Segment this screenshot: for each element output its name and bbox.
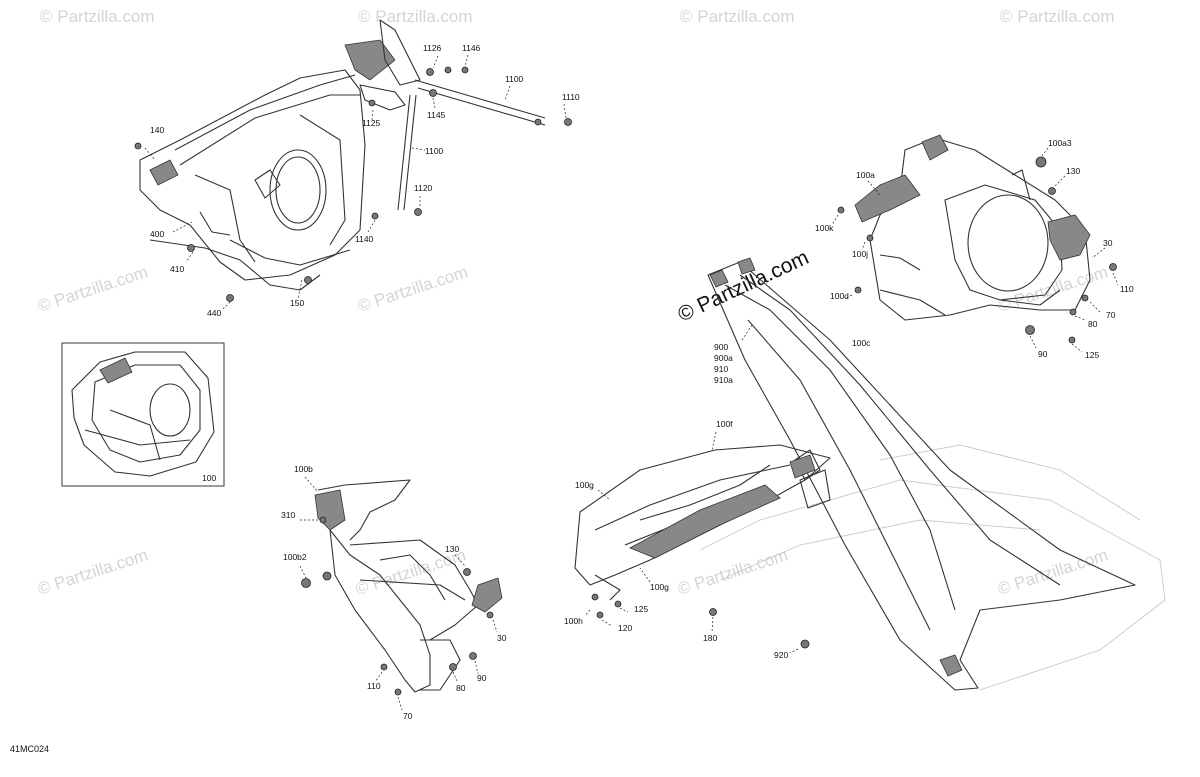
label-30-cradle: 30 xyxy=(1103,238,1113,248)
tie-rods xyxy=(368,66,572,220)
label-100f: 100f xyxy=(716,419,733,429)
label-80-bracket: 80 xyxy=(456,683,466,693)
label-70-bracket: 70 xyxy=(403,711,413,721)
front-frame-assembly xyxy=(139,19,421,291)
rear-cradle-labels: 100a3 100a 130 100k 100j 30 110 100d 70 … xyxy=(815,138,1134,360)
tunnel-plate-assembly: 100f 100g 100g 125 100h 120 180 xyxy=(564,419,831,643)
label-110-cradle: 110 xyxy=(1120,284,1134,294)
label-100j: 100j xyxy=(852,249,868,259)
watermark-6: © Partzilla.com xyxy=(355,262,470,315)
label-90-bracket: 90 xyxy=(477,673,487,683)
inset-frame-view: 100 xyxy=(61,342,225,487)
watermark-large: © Partzilla.com xyxy=(674,246,812,327)
label-100b2: 100b2 xyxy=(283,552,307,562)
label-900: 900 xyxy=(714,342,728,352)
label-440: 440 xyxy=(207,308,221,318)
label-100g-bottom: 100g xyxy=(650,582,669,592)
label-100d: 100d xyxy=(830,291,849,301)
rear-bracket-labels: 100b 310 100b2 130 30 110 80 90 70 xyxy=(281,464,507,721)
label-125-plate: 125 xyxy=(634,604,648,614)
label-310: 310 xyxy=(281,510,295,520)
rear-bracket-assembly xyxy=(314,479,503,693)
front-frame-hardware xyxy=(134,142,312,302)
label-100b: 100b xyxy=(294,464,313,474)
label-1100-lower: 1100 xyxy=(425,146,444,156)
label-1126: 1126 xyxy=(423,43,442,53)
label-150: 150 xyxy=(290,298,304,308)
label-120: 120 xyxy=(618,623,632,633)
watermark-11: © Partzilla.com xyxy=(995,545,1110,598)
label-100g-top: 100g xyxy=(575,480,594,490)
rear-cradle-hardware xyxy=(831,147,1119,353)
label-70-cradle: 70 xyxy=(1106,310,1116,320)
label-100k: 100k xyxy=(815,223,834,233)
label-100c: 100c xyxy=(852,338,871,348)
figure-code: 41MC024 xyxy=(10,744,49,754)
label-110-bracket: 110 xyxy=(367,681,381,691)
rear-cradle-assembly xyxy=(854,134,1091,321)
watermark-8: © Partzilla.com xyxy=(35,545,150,598)
label-80-cradle: 80 xyxy=(1088,319,1098,329)
label-1146: 1146 xyxy=(462,43,481,53)
rear-bracket-hardware xyxy=(299,476,498,711)
label-1110: 1110 xyxy=(562,92,580,102)
label-1125: 1125 xyxy=(362,118,381,128)
label-410: 410 xyxy=(170,264,184,274)
label-400: 400 xyxy=(150,229,164,239)
watermark-4: © Partzilla.com xyxy=(1000,7,1115,26)
watermark-3: © Partzilla.com xyxy=(680,7,795,26)
label-1140: 1140 xyxy=(355,234,374,244)
front-frame-labels: 140 400 410 440 150 1126 1146 1100 1110 … xyxy=(150,43,580,318)
label-1100-upper: 1100 xyxy=(505,74,524,84)
label-125-cradle: 125 xyxy=(1085,350,1099,360)
label-900a: 900a xyxy=(714,353,733,363)
watermark-2: © Partzilla.com xyxy=(358,7,473,26)
label-130-cradle: 130 xyxy=(1066,166,1080,176)
front-frame-leaders xyxy=(144,54,567,311)
label-1145: 1145 xyxy=(427,110,446,120)
label-100h: 100h xyxy=(564,616,583,626)
watermark-10: © Partzilla.com xyxy=(675,545,790,598)
label-100a: 100a xyxy=(856,170,875,180)
tunnel-rail-assembly: 900 900a 910 910a 920 xyxy=(699,257,1166,691)
watermark-1: © Partzilla.com xyxy=(40,7,155,26)
label-910a: 910a xyxy=(714,375,733,385)
label-90-cradle: 90 xyxy=(1038,349,1048,359)
label-920: 920 xyxy=(774,650,788,660)
label-180: 180 xyxy=(703,633,717,643)
label-30-bracket: 30 xyxy=(497,633,507,643)
watermark-5: © Partzilla.com xyxy=(35,262,150,315)
label-910: 910 xyxy=(714,364,728,374)
label-100-inset: 100 xyxy=(202,473,216,483)
label-1120: 1120 xyxy=(414,183,433,193)
label-140: 140 xyxy=(150,125,164,135)
label-100a3: 100a3 xyxy=(1048,138,1072,148)
label-130-bracket: 130 xyxy=(445,544,459,554)
